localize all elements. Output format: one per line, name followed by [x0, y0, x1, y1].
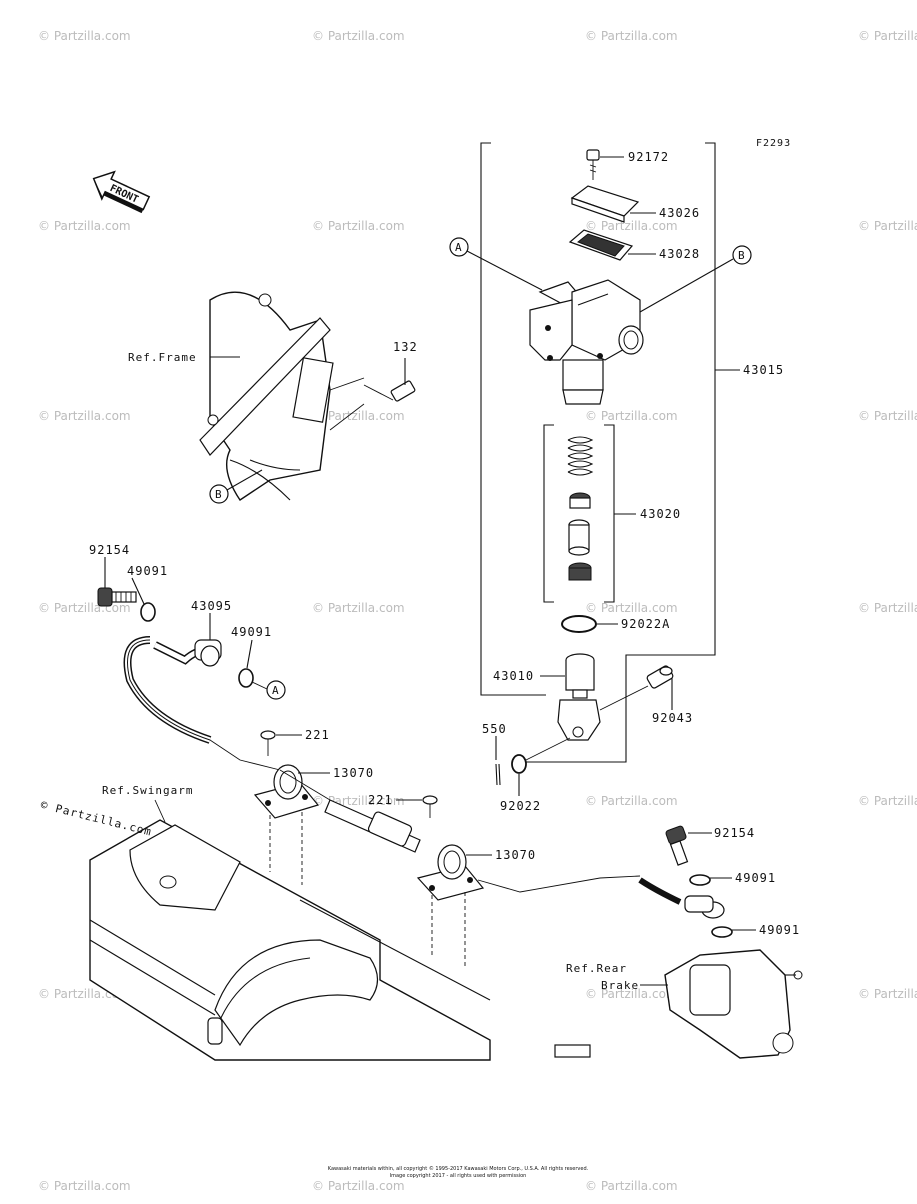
part-number: 132 — [393, 340, 418, 354]
watermark: © Partzilla.com — [585, 987, 678, 1001]
swingarm-drawing — [89, 799, 591, 1061]
screw-92172 — [586, 149, 624, 180]
washer-49091-mid — [238, 639, 254, 688]
banjo-bolt-92154-right — [665, 825, 712, 866]
part-number: 92154 — [714, 826, 755, 840]
part-number: 49091 — [127, 564, 168, 578]
spring-icon — [567, 436, 594, 476]
watermark: © Partzilla.com — [312, 219, 405, 233]
pipe-protector — [279, 769, 421, 853]
assembly-bracket-43015 — [480, 142, 740, 763]
screw-221-b — [396, 795, 438, 818]
watermark: © Partzilla.com — [858, 987, 917, 1001]
part-number: 49091 — [759, 923, 800, 937]
marker-b-frame: B — [209, 469, 263, 504]
ref-swingarm-label: Ref.Swingarm — [102, 784, 193, 797]
part-number: 92172 — [628, 150, 669, 164]
watermark: © Partzilla.com — [858, 29, 917, 43]
watermark: © Partzilla.com — [312, 409, 405, 423]
diaphragm-43028 — [568, 229, 656, 261]
watermark: © Partzilla.com — [858, 794, 917, 808]
watermark: © Partzilla.com — [858, 601, 917, 615]
part-number: 221 — [368, 793, 393, 807]
marker-b-frame-label: B — [215, 488, 222, 501]
clamp-13070-a — [253, 764, 330, 885]
watermark: © Partzilla.com — [38, 409, 131, 423]
part-number: 43015 — [743, 363, 784, 377]
part-number: 43020 — [640, 507, 681, 521]
rear-banjo-fitting — [638, 877, 725, 919]
watermark: © Partzilla.com — [585, 219, 678, 233]
master-cylinder-body — [529, 279, 644, 405]
watermark: © Partzilla.com — [585, 29, 678, 43]
ref-rear-brake-label-1: Ref.Rear — [566, 962, 627, 975]
watermark: © Partzilla.com — [312, 1179, 405, 1193]
part-number: 49091 — [735, 871, 776, 885]
watermark: © Partzilla.com — [585, 1179, 678, 1193]
part-number: 49091 — [231, 625, 272, 639]
secondary-cup — [568, 562, 592, 581]
brake-line — [209, 739, 281, 771]
brake-line-rear — [477, 875, 641, 893]
brake-hose-43095 — [123, 613, 222, 744]
marker-a: A — [449, 237, 543, 291]
piston — [568, 519, 590, 556]
part-number: 92154 — [89, 543, 130, 557]
watermarks: © Partzilla.com © Partzilla.com © Partzi… — [38, 29, 917, 1193]
washer-49091-right1 — [689, 874, 732, 886]
part-number: 43028 — [659, 247, 700, 261]
part-number: 550 — [482, 722, 507, 736]
bracket-43020 — [543, 424, 636, 603]
part-number: 43095 — [191, 599, 232, 613]
bolt-132 — [363, 358, 416, 402]
screw-221-a — [260, 730, 302, 756]
frame-drawing — [199, 291, 365, 501]
watermark: © Partzilla.com — [38, 601, 131, 615]
push-rod-43010 — [540, 653, 601, 741]
part-number: 13070 — [333, 766, 374, 780]
watermark: © Partzilla.com — [38, 1179, 131, 1193]
part-number: 43026 — [659, 206, 700, 220]
part-number-labels: 92172 43026 43028 43015 43020 92022A 430… — [89, 150, 800, 937]
clamp-13070-b — [416, 844, 492, 966]
marker-b: B — [639, 245, 752, 313]
watermark: © Partzilla.com — [312, 601, 405, 615]
figure-code: F2293 — [756, 138, 791, 149]
watermark: © Partzilla.com — [312, 29, 405, 43]
watermark: © Partzilla.com — [38, 29, 131, 43]
marker-a-hose: A — [251, 680, 286, 700]
watermark: © Partzilla.com — [585, 601, 678, 615]
part-number: 92022A — [621, 617, 670, 631]
ref-rear-brake-label-2: Brake — [601, 979, 639, 992]
cotter-pin-550 — [495, 736, 501, 786]
part-number: 13070 — [495, 848, 536, 862]
watermark: © Partzilla.com — [38, 219, 131, 233]
part-number: 92043 — [652, 711, 693, 725]
circlip-92022A — [561, 615, 618, 633]
watermark: © Partzilla.com — [858, 219, 917, 233]
marker-b-label: B — [738, 249, 745, 262]
watermark: © Partzilla.com — [858, 409, 917, 423]
banjo-bolt-92154-left — [97, 557, 137, 607]
rear-caliper-drawing — [640, 949, 803, 1059]
part-number: 221 — [305, 728, 330, 742]
watermark: © Partzilla.com — [585, 409, 678, 423]
footer-copyright: Kawasaki materials within, all copyright… — [328, 1165, 589, 1172]
marker-a-hose-label: A — [272, 684, 279, 697]
part-number: 92022 — [500, 799, 541, 813]
reservoir-cap-43026 — [570, 185, 656, 223]
watermark: © Partzilla.com — [585, 794, 678, 808]
pin-92043 — [599, 665, 674, 711]
piston-cup — [569, 492, 591, 509]
watermark-logo: © Partzilla.com — [39, 798, 153, 838]
footer-copyright-2: Image copyright 2017 - all rights used w… — [390, 1173, 527, 1179]
washer-49091-left — [131, 577, 156, 622]
part-number: 43010 — [493, 669, 534, 683]
front-arrow-icon: FRONT — [92, 170, 151, 214]
marker-a-label: A — [455, 241, 462, 254]
washer-92022 — [511, 737, 571, 796]
ref-frame-label: Ref.Frame — [128, 351, 197, 364]
washer-49091-right2 — [711, 926, 756, 938]
